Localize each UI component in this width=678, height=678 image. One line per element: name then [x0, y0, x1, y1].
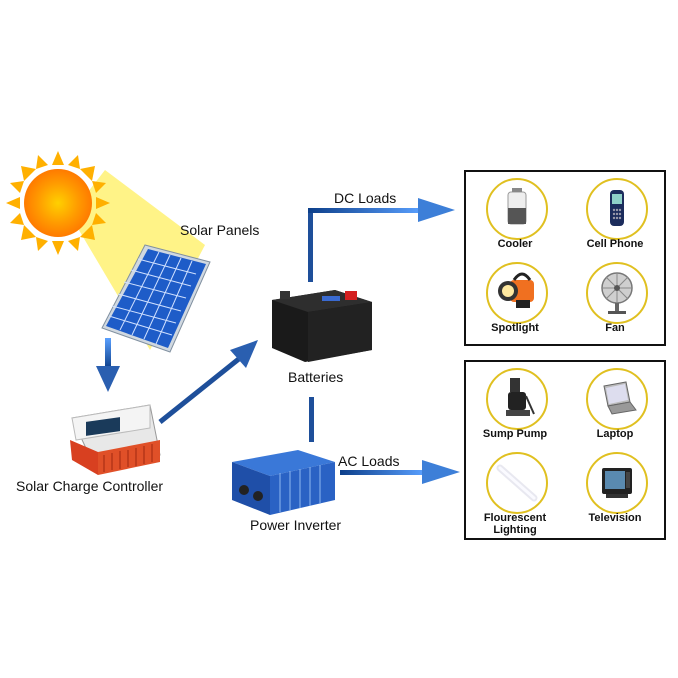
- power-inverter-icon: [232, 450, 335, 515]
- solar-panels-label: Solar Panels: [180, 222, 260, 238]
- spotlight-icon: [486, 262, 548, 324]
- sump-pump-icon: [486, 368, 548, 430]
- sun-icon: [6, 151, 110, 255]
- arrow-inverter-to-ac: [340, 460, 460, 484]
- dc-loads-label: DC Loads: [334, 190, 397, 206]
- arrow-battery-to-dc: [308, 198, 455, 282]
- arrow-panel-to-controller: [96, 338, 120, 392]
- battery-icon: [272, 290, 372, 362]
- fluorescent-light-icon: [486, 452, 548, 514]
- solar-panel-icon: [101, 244, 211, 353]
- charge-controller-icon: [70, 404, 161, 475]
- arrow-battery-to-inverter: [309, 397, 314, 442]
- arrow-controller-to-battery: [158, 340, 258, 424]
- ac-loads-label: AC Loads: [338, 453, 400, 469]
- laptop-icon: [586, 368, 648, 430]
- television-icon: [586, 452, 648, 514]
- ac-loads-box: Sump Pump Laptop Flourescent Lighting Te…: [464, 360, 666, 540]
- charge-controller-label: Solar Charge Controller: [16, 478, 164, 494]
- dc-loads-box: Cooler Cell Phone Spotlight Fan: [464, 170, 666, 346]
- power-inverter-label: Power Inverter: [250, 517, 342, 533]
- fan-icon: [586, 262, 648, 324]
- cooler-icon: [486, 178, 548, 240]
- cell-phone-icon: [586, 178, 648, 240]
- batteries-label: Batteries: [288, 369, 344, 385]
